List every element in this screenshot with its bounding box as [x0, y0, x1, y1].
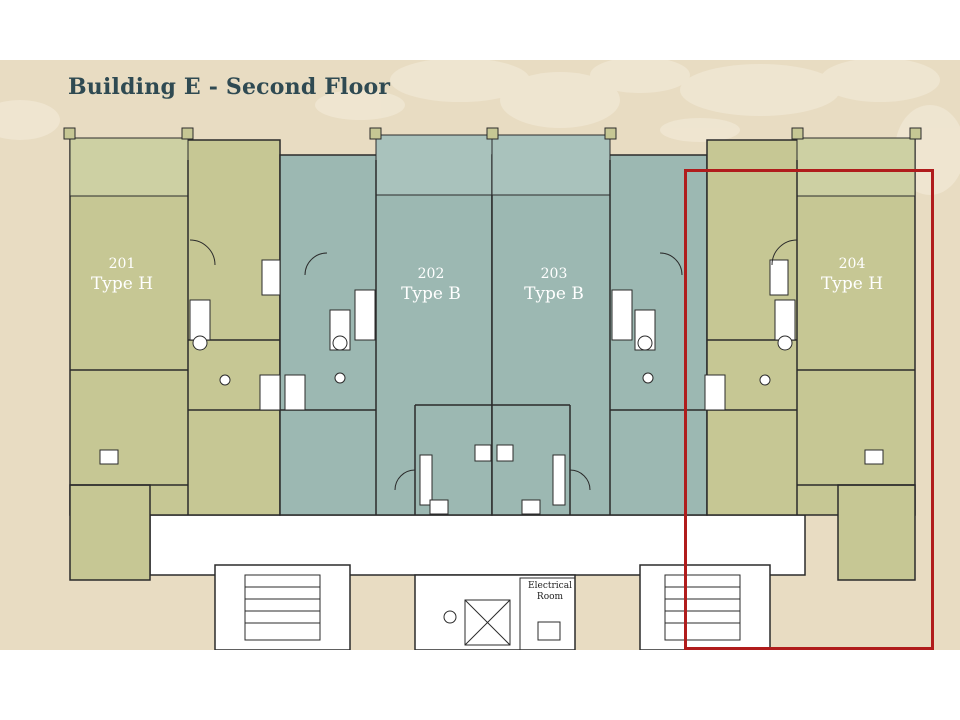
- unit-type: Type H: [820, 274, 884, 294]
- unit-label-204: 204 Type H: [820, 255, 884, 295]
- elevator-core: [414, 574, 576, 650]
- balcony-201: [69, 137, 189, 197]
- stair-core-left: [214, 564, 351, 650]
- unit-204: [706, 137, 916, 581]
- unit-number: 203: [540, 266, 568, 282]
- unit-type: Type B: [524, 284, 584, 304]
- unit-label-201: 201 Type H: [90, 255, 154, 295]
- floor-plan-board: Building E - Second Floor: [0, 60, 960, 650]
- electrical-room-label: Electrical Room: [528, 581, 572, 602]
- unit-type: Type B: [401, 284, 461, 304]
- unit-label-203: 203 Type B: [522, 265, 586, 305]
- unit-number: 202: [417, 266, 445, 282]
- unit-204-highlight-box: [684, 169, 934, 650]
- balcony-204: [796, 137, 916, 197]
- floor-plan: [63, 127, 922, 650]
- unit-type: Type H: [90, 274, 154, 294]
- unit-203: [491, 134, 708, 516]
- plan-title: Building E - Second Floor: [68, 74, 391, 100]
- unit-number: 204: [838, 256, 866, 272]
- unit-201: [69, 137, 281, 581]
- unit-202: [279, 134, 493, 516]
- unit-label-202: 202 Type B: [399, 265, 463, 305]
- stair-core-right: [639, 564, 771, 650]
- unit-number: 201: [108, 256, 136, 272]
